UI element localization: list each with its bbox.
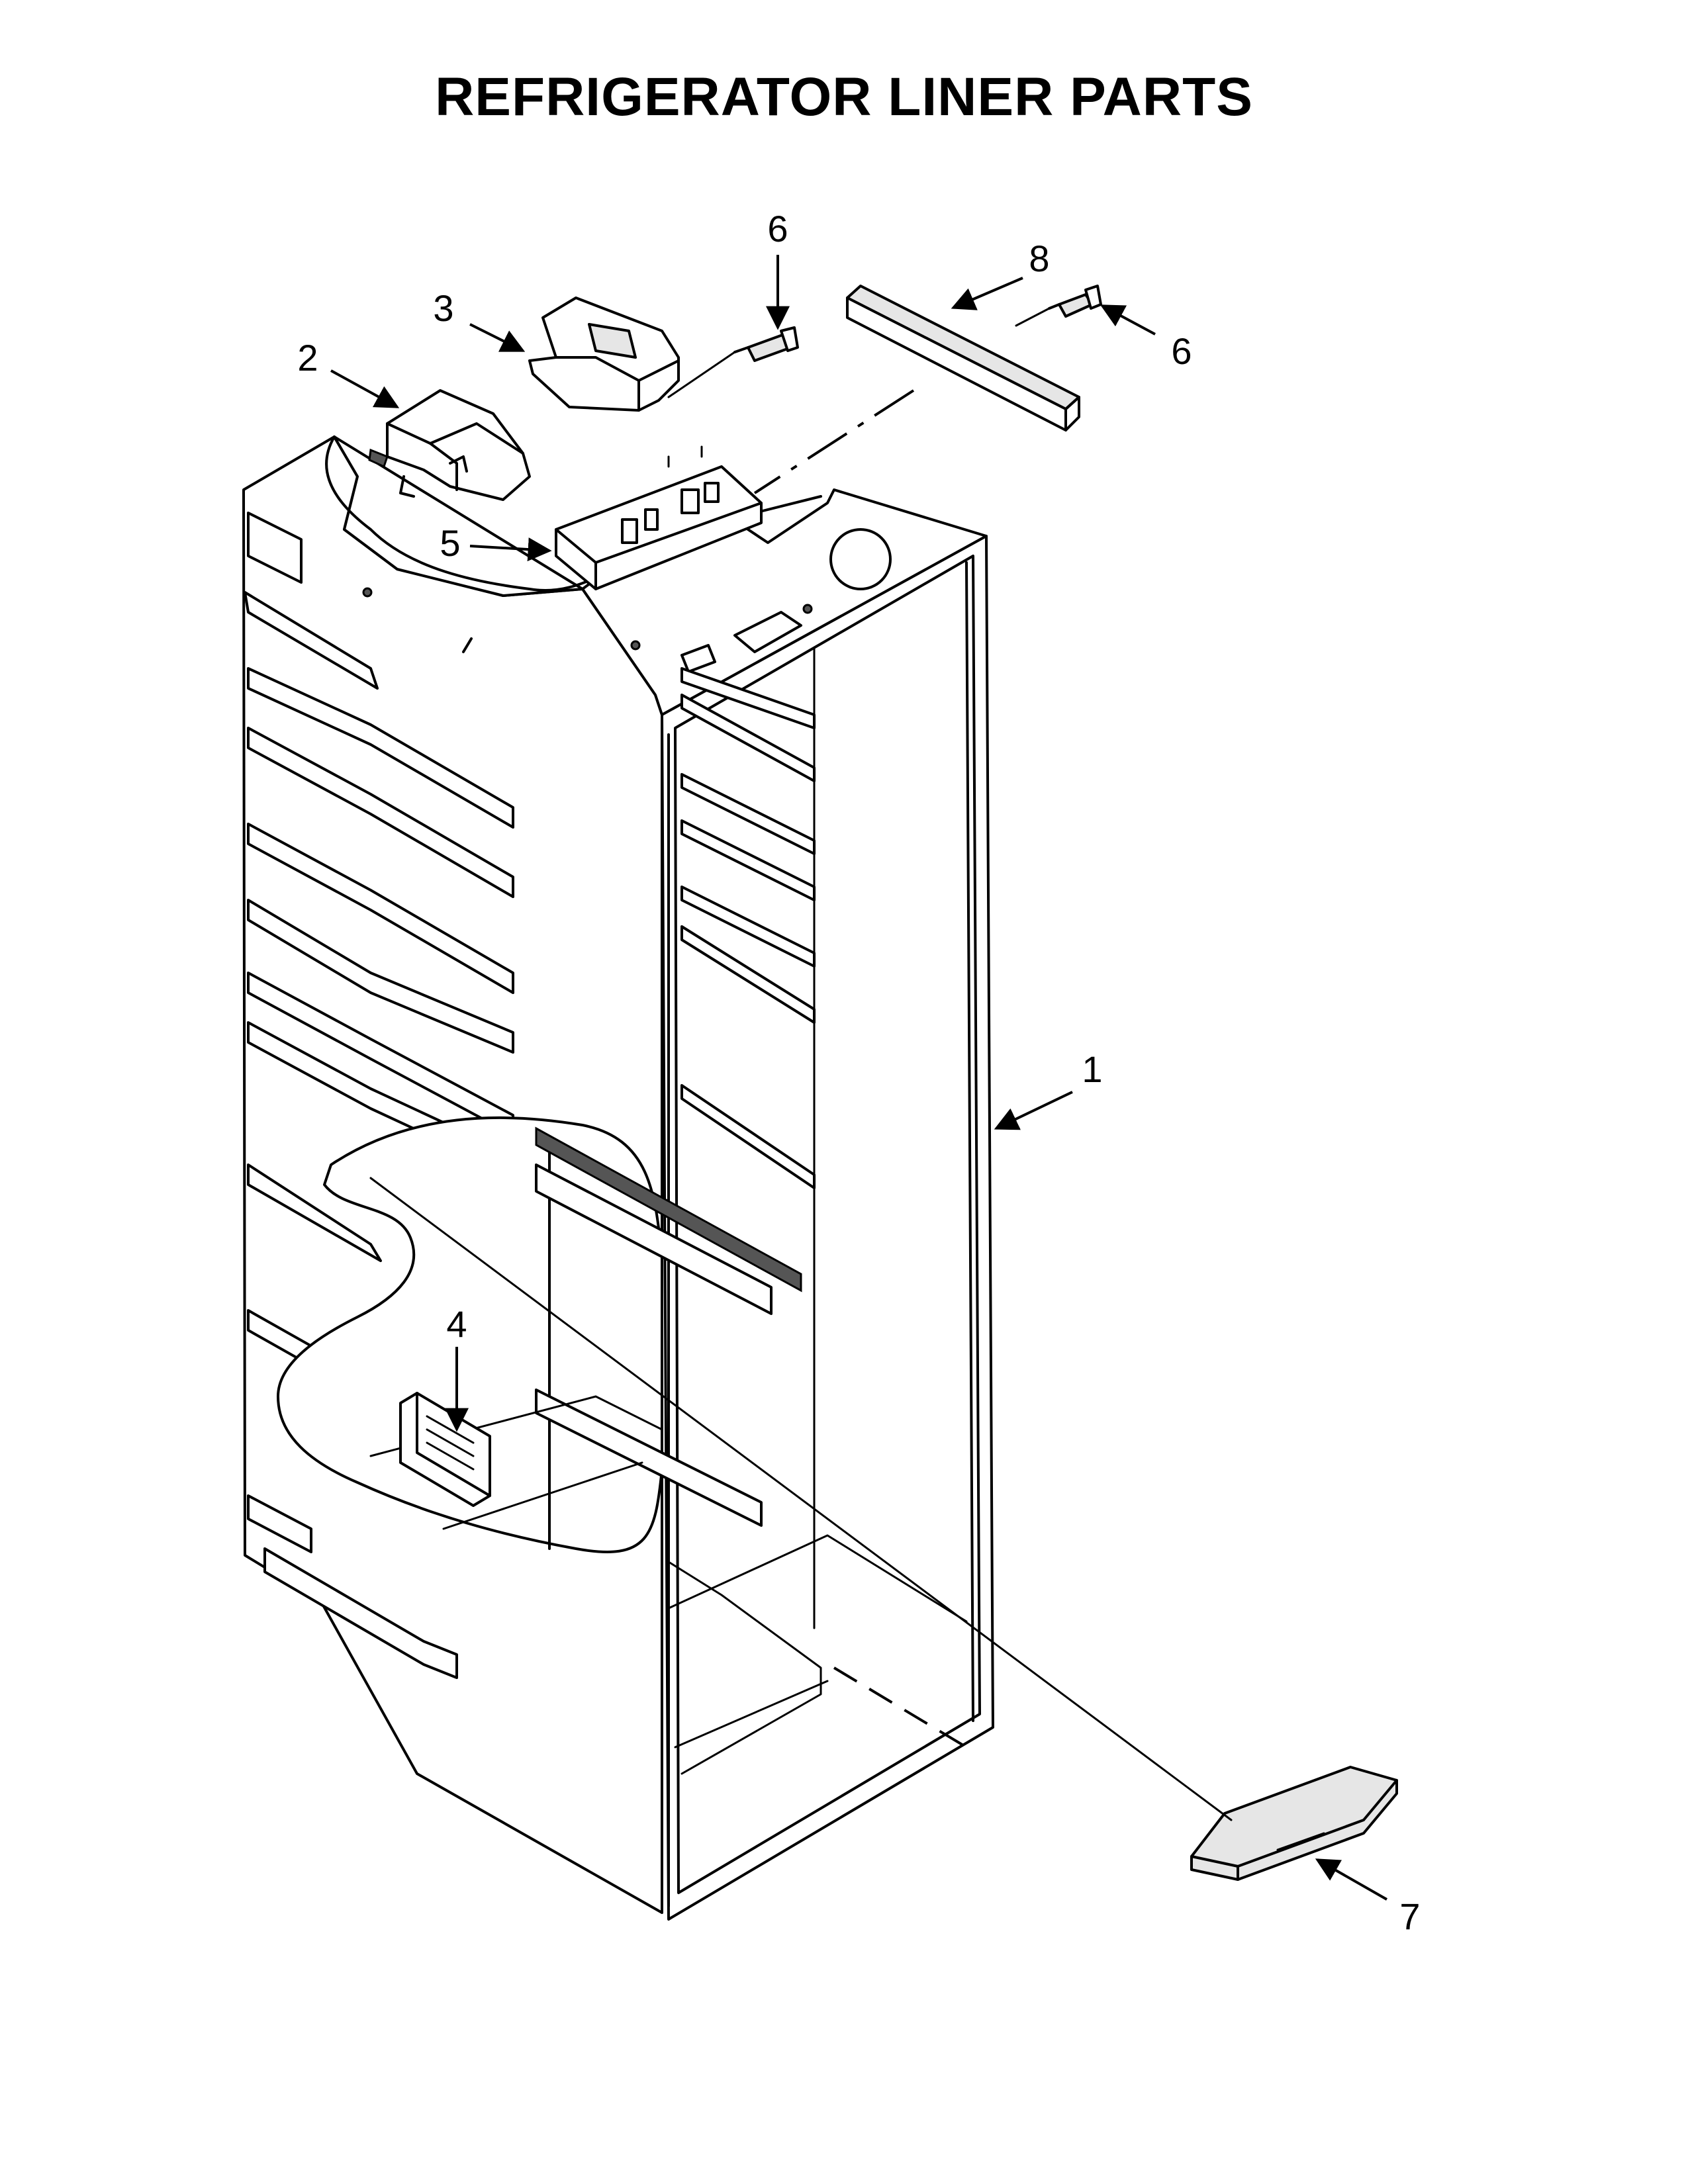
callout-1-label: 1 bbox=[1082, 1048, 1102, 1090]
cutaway-interior bbox=[277, 1116, 802, 1553]
right-wall-shelf-ledges bbox=[680, 667, 816, 1189]
callout-6a-label: 6 bbox=[767, 208, 788, 250]
callout-5: 5 bbox=[440, 522, 552, 564]
assembly-leader-lines bbox=[369, 307, 1233, 1821]
callout-7: 7 bbox=[1315, 1858, 1421, 1937]
part-6-screw-a bbox=[733, 326, 799, 362]
callout-4: 4 bbox=[445, 1303, 469, 1432]
part-2-control-housing bbox=[368, 389, 531, 501]
callout-2-label: 2 bbox=[297, 337, 318, 379]
callout-6a: 6 bbox=[766, 208, 790, 330]
part-3-cover bbox=[528, 296, 680, 412]
part-5-control-board bbox=[555, 445, 763, 590]
callout-6b-label: 6 bbox=[1171, 330, 1192, 372]
callout-2: 2 bbox=[297, 337, 400, 408]
callout-8-label: 8 bbox=[1029, 238, 1049, 279]
callout-1: 1 bbox=[994, 1048, 1103, 1130]
callout-6b: 6 bbox=[1100, 304, 1192, 372]
callout-3: 3 bbox=[433, 287, 526, 352]
part-6-screw-b bbox=[1048, 285, 1102, 318]
part-8-rail bbox=[846, 285, 1080, 432]
callout-8: 8 bbox=[951, 238, 1050, 310]
page-title: REFRIGERATOR LINER PARTS bbox=[435, 67, 1253, 127]
callout-3-label: 3 bbox=[433, 287, 453, 329]
part-7-cover bbox=[1190, 1766, 1398, 1881]
callout-4-label: 4 bbox=[446, 1303, 467, 1345]
callout-7-label: 7 bbox=[1399, 1895, 1420, 1937]
callout-5-label: 5 bbox=[440, 522, 460, 564]
part-4-guide bbox=[399, 1392, 491, 1507]
